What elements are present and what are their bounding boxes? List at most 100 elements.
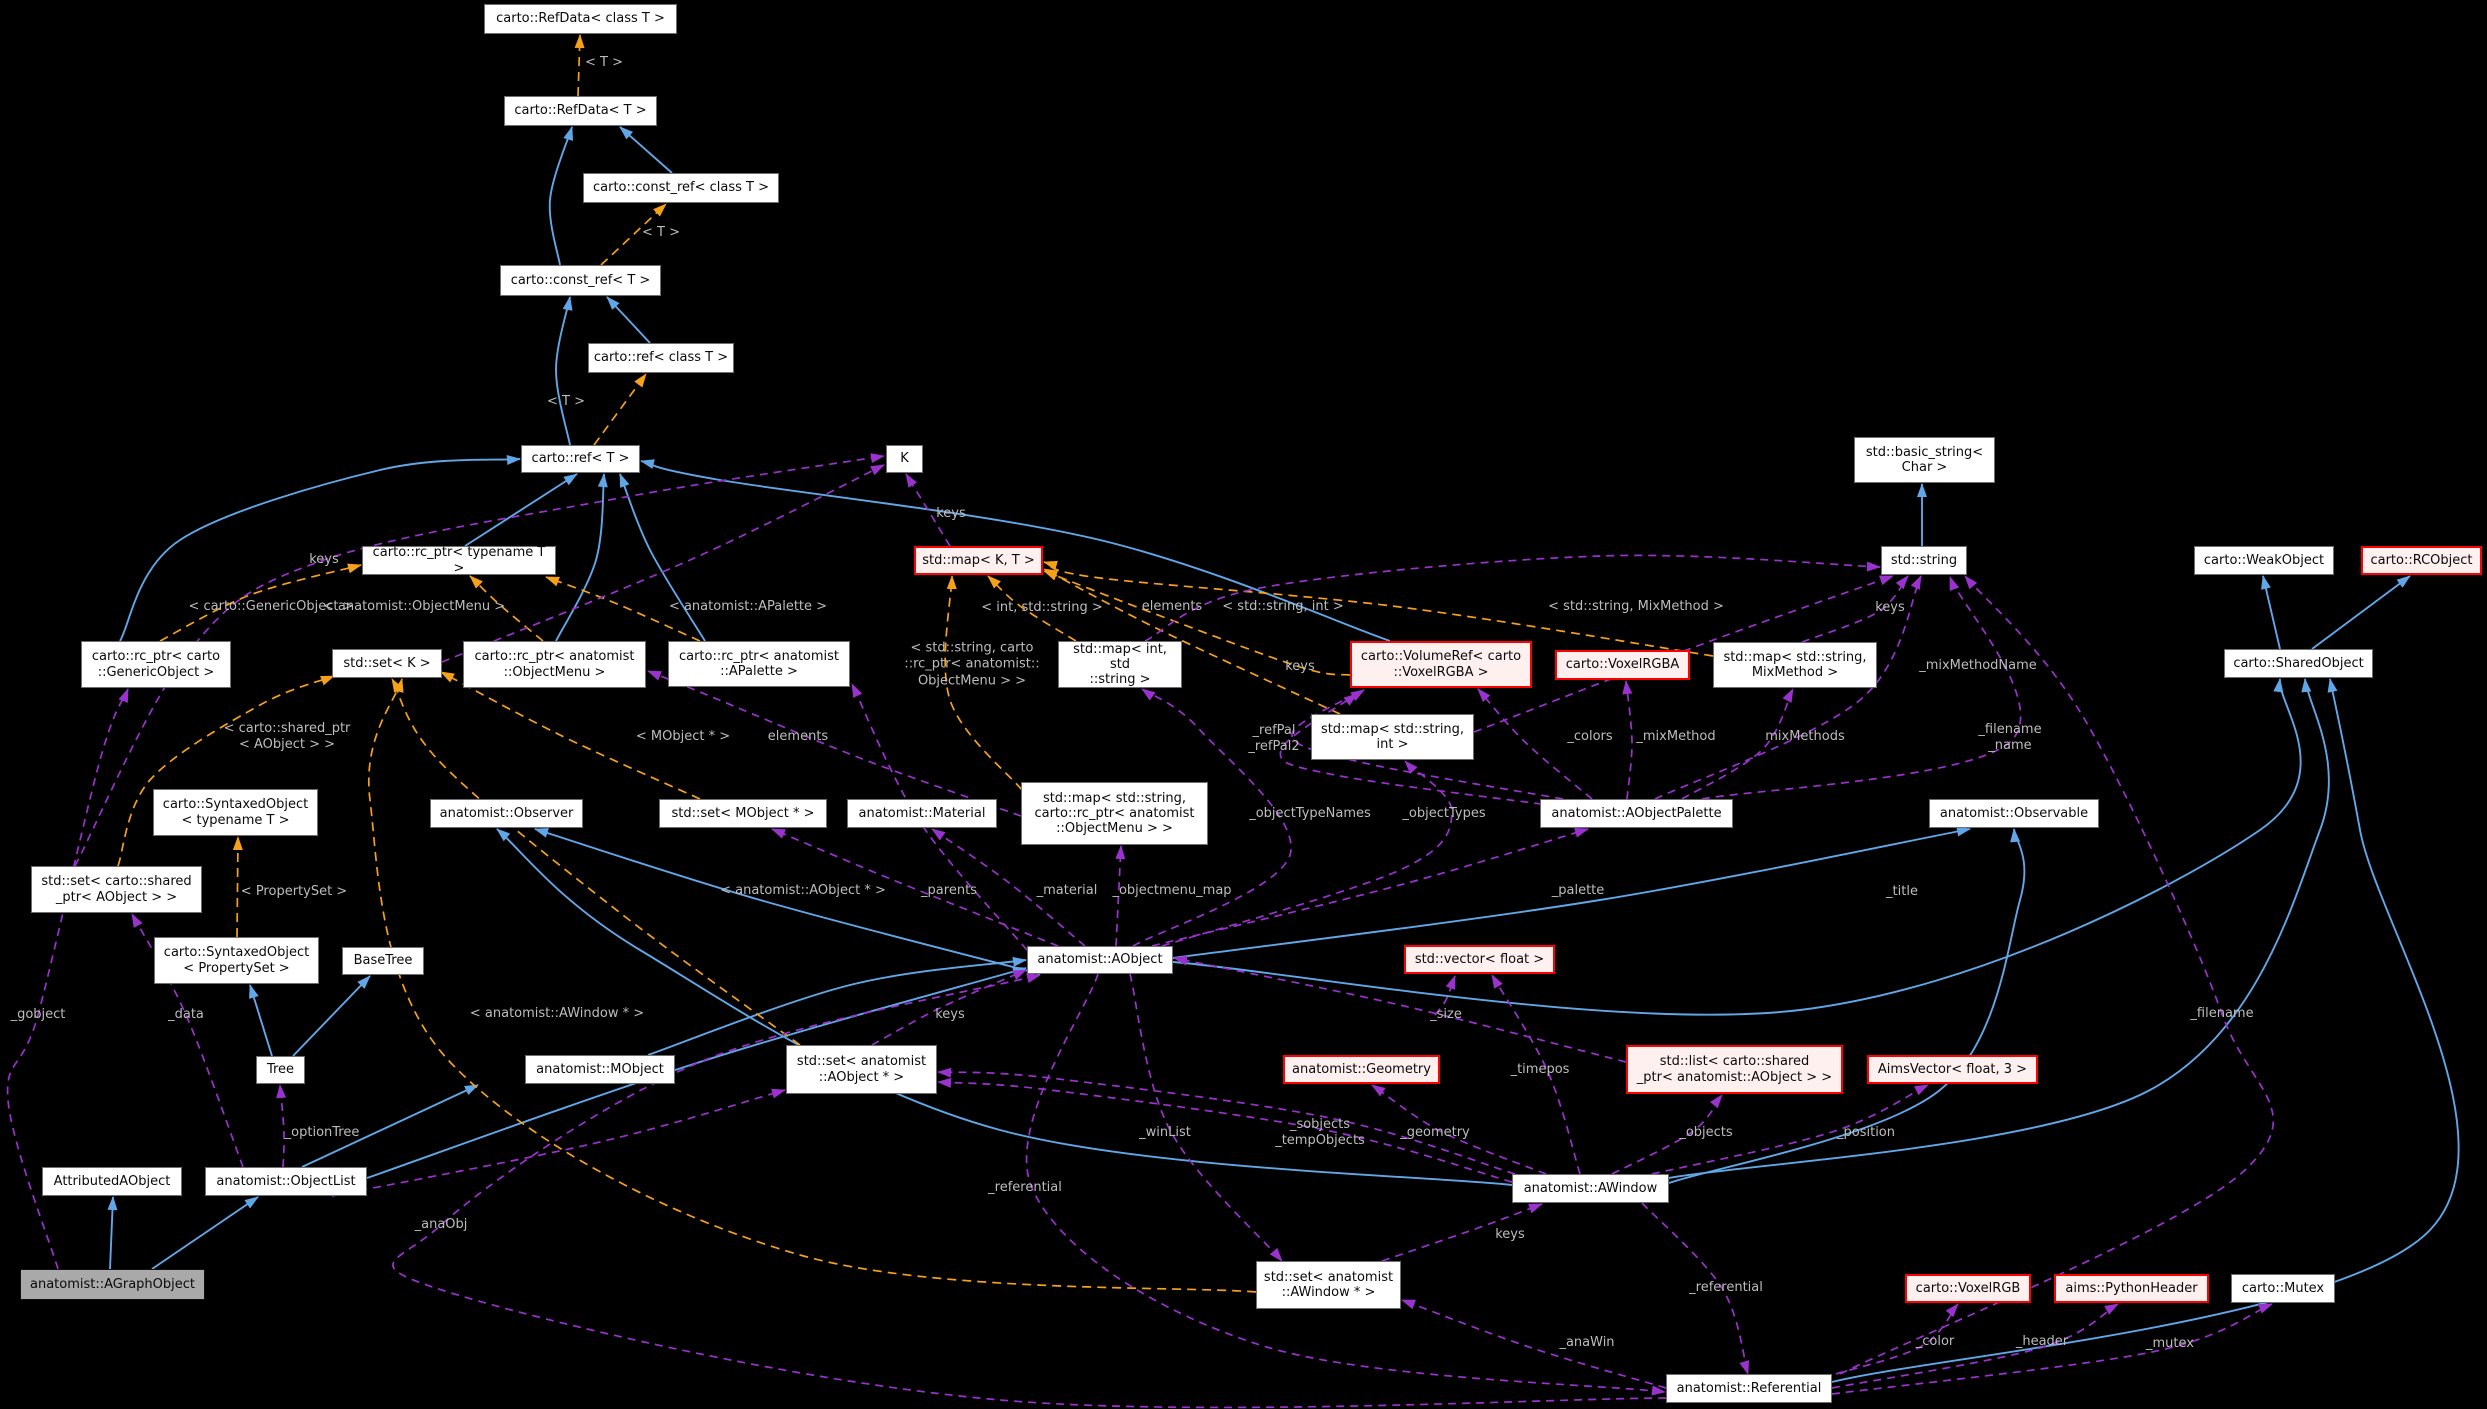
class-node-refdata-class-t[interactable]: carto::RefData< class T > xyxy=(484,4,677,34)
edge-label-tpl-genericobject: < carto::GenericObject > xyxy=(188,598,354,614)
edge-member-referential-to-string xyxy=(1839,575,2275,1375)
edge-inherit-ref-class-t-to-const-ref-t xyxy=(606,296,651,344)
class-node-set-awindow-ptr[interactable]: std::set< anatomist ::AWindow * > xyxy=(1256,1261,1401,1309)
edge-label-tpl-t-3: < T > xyxy=(547,393,585,409)
edge-label-objecttypenames: _objectTypeNames xyxy=(1249,805,1371,821)
edge-member-map-string-mixmethod-to-string xyxy=(1801,575,1909,643)
class-node-aobject[interactable]: anatomist::AObject xyxy=(1027,946,1173,974)
class-node-map-k-t[interactable]: std::map< K, T > xyxy=(914,546,1043,575)
class-node-rc-ptr-apalette[interactable]: carto::rc_ptr< anatomist ::APalette > xyxy=(668,641,850,687)
class-node-aimsvector[interactable]: AimsVector< float, 3 > xyxy=(1867,1055,2038,1084)
class-node-awindow[interactable]: anatomist::AWindow xyxy=(1512,1174,1669,1203)
edge-inherit-sharedobject-to-rcobject xyxy=(2311,575,2411,650)
edge-label-sobjects: _sobjects _tempObjects xyxy=(1275,1116,1365,1148)
edge-label-tpl-awindow-star: < anatomist::AWindow * > xyxy=(469,1005,645,1021)
class-node-referential[interactable]: anatomist::Referential xyxy=(1666,1374,1832,1403)
edge-inherit-objectlist-to-mobject xyxy=(301,1084,479,1168)
edge-template-map-string-rcptr-objectmenu-to-map-k-t xyxy=(944,575,1023,791)
edge-label-referential-c: _referential xyxy=(988,1179,1062,1195)
edge-label-position: _position xyxy=(1837,1124,1895,1140)
class-node-sharedobject[interactable]: carto::SharedObject xyxy=(2224,649,2373,678)
edge-label-size: _size xyxy=(1430,1006,1462,1022)
class-node-map-int-string[interactable]: std::map< int, std ::string > xyxy=(1058,641,1182,688)
edge-inherit-rc-ptr-typename-to-ref-t xyxy=(464,473,578,547)
class-node-voxelrgba[interactable]: carto::VoxelRGBA xyxy=(1555,650,1690,680)
edge-template-set-aobject-ptr-to-set-k xyxy=(391,678,801,1046)
class-node-attributedaobject[interactable]: AttributedAObject xyxy=(42,1167,182,1196)
edge-label-keys-string: keys xyxy=(1875,599,1905,615)
edge-member-set-k-to-k xyxy=(441,464,885,663)
class-node-vector-float[interactable]: std::vector< float > xyxy=(1404,945,1555,974)
class-node-k[interactable]: K xyxy=(886,445,923,473)
class-node-voxelrgb[interactable]: carto::VoxelRGB xyxy=(1905,1274,2031,1303)
class-node-basetree[interactable]: BaseTree xyxy=(342,947,424,975)
edge-member-aobjectpalette-to-volumeref xyxy=(1279,693,1557,807)
class-node-material[interactable]: anatomist::Material xyxy=(847,799,997,828)
class-node-refdata-t[interactable]: carto::RefData< T > xyxy=(504,96,657,126)
edge-label-tpl-string-int: < std::string, int > xyxy=(1222,598,1344,614)
class-node-syntaxedobject-typename[interactable]: carto::SyntaxedObject < typename T > xyxy=(153,789,318,836)
class-node-map-string-rcptr-objectmenu[interactable]: std::map< std::string, carto::rc_ptr< an… xyxy=(1021,782,1208,845)
class-node-rcobject[interactable]: carto::RCObject xyxy=(2361,546,2482,575)
edge-template-set-shared-ptr-aobject-to-set-k xyxy=(117,675,335,867)
edge-member-set-shared-ptr-aobject-to-k xyxy=(74,453,885,867)
edge-member-referential-to-set-awindow-ptr xyxy=(1401,1299,1667,1389)
edge-template-ref-t-to-ref-class-t xyxy=(593,373,647,446)
class-node-string[interactable]: std::string xyxy=(1881,546,1967,575)
edge-label-elements-2: elements xyxy=(767,728,829,744)
class-node-set-aobject-ptr[interactable]: std::set< anatomist ::AObject * > xyxy=(786,1045,937,1094)
class-node-const-ref-t[interactable]: carto::const_ref< T > xyxy=(500,265,661,296)
class-node-aobjectpalette[interactable]: anatomist::AObjectPalette xyxy=(1540,799,1733,828)
edge-inherit-ref-t-to-const-ref-t xyxy=(555,296,573,446)
class-node-rc-ptr-genericobject[interactable]: carto::rc_ptr< carto ::GenericObject > xyxy=(81,641,231,688)
edge-member-objectlist-to-set-shared-ptr-aobject xyxy=(131,913,244,1168)
edge-label-timepos: _timepos xyxy=(1510,1061,1570,1077)
class-node-mobject[interactable]: anatomist::MObject xyxy=(525,1055,675,1084)
edge-label-material-l: _material xyxy=(1036,882,1098,898)
edge-label-parents: _parents xyxy=(921,882,977,898)
class-node-objectlist[interactable]: anatomist::ObjectList xyxy=(205,1167,367,1196)
edge-label-optiontree: _optionTree xyxy=(284,1124,360,1140)
class-node-set-shared-ptr-aobject[interactable]: std::set< carto::shared _ptr< AObject > … xyxy=(31,866,202,913)
class-node-rc-ptr-typename[interactable]: carto::rc_ptr< typename T > xyxy=(362,545,556,576)
edge-label-tpl-propertyset: < PropertySet > xyxy=(240,883,348,899)
class-node-map-string-mixmethod[interactable]: std::map< std::string, MixMethod > xyxy=(1713,642,1877,688)
edge-label-objects: _objects xyxy=(1679,1124,1733,1140)
class-node-pythonheader[interactable]: aims::PythonHeader xyxy=(2054,1274,2209,1303)
class-node-map-string-int[interactable]: std::map< std::string, int > xyxy=(1311,714,1474,760)
class-node-volumeref[interactable]: carto::VolumeRef< carto ::VoxelRGBA > xyxy=(1350,641,1532,688)
edge-label-gobject: _gobject xyxy=(10,1006,66,1022)
edge-label-filename-right: _filename xyxy=(2190,1005,2254,1021)
edge-inherit-tree-to-basetree xyxy=(292,975,371,1057)
class-node-const-ref-class-t[interactable]: carto::const_ref< class T > xyxy=(583,173,779,203)
edge-label-colors: _colors xyxy=(1567,728,1613,744)
edge-label-tpl-int-string: < int, std::string > xyxy=(981,599,1103,615)
class-node-ref-class-t[interactable]: carto::ref< class T > xyxy=(588,343,734,373)
edge-member-aobject-to-aobjectpalette xyxy=(1151,827,1589,947)
class-node-rc-ptr-objectmenu[interactable]: carto::rc_ptr< anatomist ::ObjectMenu > xyxy=(463,641,646,688)
edge-member-aobject-to-map-int-string xyxy=(1132,688,1292,947)
class-node-tree[interactable]: Tree xyxy=(256,1056,305,1084)
edge-label-keys-mid: keys xyxy=(1285,658,1315,674)
edge-member-referential-to-aobject xyxy=(392,973,1667,1409)
class-node-observable[interactable]: anatomist::Observable xyxy=(1929,799,2099,828)
edge-member-awindow-to-set-aobject-ptr xyxy=(937,1067,1516,1175)
class-node-agraphobject[interactable]: anatomist::AGraphObject xyxy=(20,1269,205,1300)
class-node-weakobject[interactable]: carto::WeakObject xyxy=(2194,546,2334,575)
class-node-list-shared-ptr-aobject[interactable]: std::list< carto::shared _ptr< anatomist… xyxy=(1626,1045,1843,1094)
class-node-basic-string[interactable]: std::basic_string< Char > xyxy=(1854,437,1995,483)
class-node-syntaxedobject-propertyset[interactable]: carto::SyntaxedObject < PropertySet > xyxy=(154,937,319,984)
edge-label-title: _title xyxy=(1886,883,1918,899)
class-node-set-mobject[interactable]: std::set< MObject * > xyxy=(659,799,827,828)
edge-member-awindow-to-referential xyxy=(1641,1202,1750,1375)
class-node-geometry[interactable]: anatomist::Geometry xyxy=(1283,1055,1440,1084)
class-node-observer[interactable]: anatomist::Observer xyxy=(430,799,583,828)
edge-label-tpl-string-mixmethod: < std::string, MixMethod > xyxy=(1548,598,1724,614)
edge-label-tpl-t-2: < T > xyxy=(642,224,680,240)
class-node-ref-t[interactable]: carto::ref< T > xyxy=(521,445,640,473)
class-node-set-k[interactable]: std::set< K > xyxy=(332,649,442,678)
edge-member-referential-to-voxelrgb xyxy=(1835,1303,1959,1375)
class-node-mutex[interactable]: carto::Mutex xyxy=(2231,1274,2335,1303)
edge-inherit-aobject-to-sharedobject xyxy=(1172,678,2302,1016)
